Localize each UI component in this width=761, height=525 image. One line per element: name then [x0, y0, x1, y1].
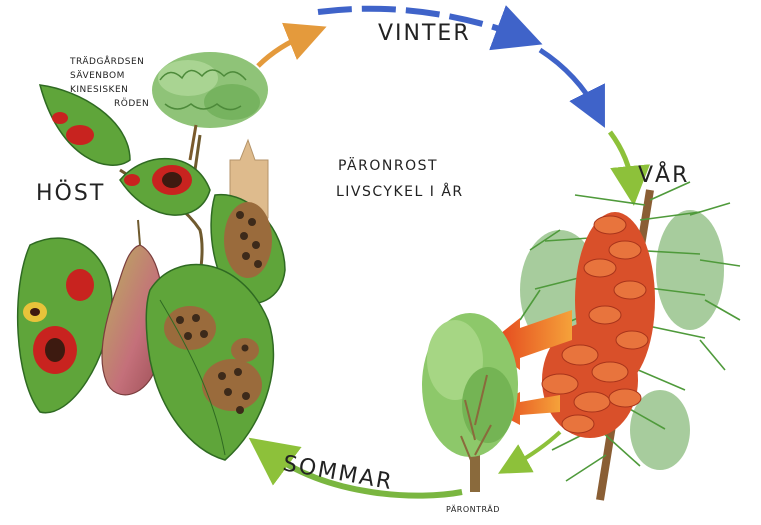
season-label-spring: VÅR [638, 161, 689, 188]
juniper-name-1: TRÄDGÅRDSEN [69, 55, 144, 67]
juniper-name-4: RÖDEN [114, 98, 149, 109]
juniper-name-3: KINESISKEN [70, 85, 128, 95]
juniper-sprig-icon [152, 52, 268, 160]
diagram-title-line2: LIVSCYKEL I ÅR [336, 183, 464, 200]
season-label-autumn: HÖST [36, 180, 105, 206]
juniper-name-2: SÄVENBOM [70, 70, 125, 81]
pear-branch-icon [18, 85, 285, 460]
pear-tree-label: PÄRONTRÄD [446, 504, 500, 514]
season-label-winter: VINTER [378, 21, 471, 46]
diagram-title-line1: PÄRONROST [338, 156, 438, 174]
season-label-summer: SOMMAR [281, 451, 395, 495]
pear-tree-icon [422, 313, 518, 492]
